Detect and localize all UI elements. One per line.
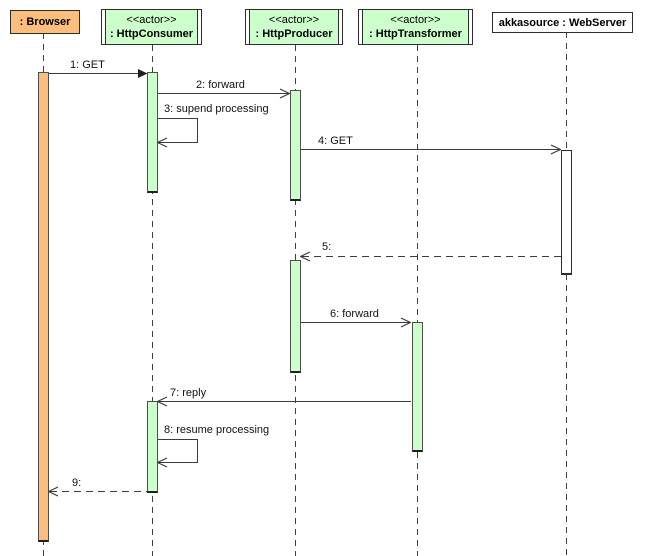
stereotype-label: <<actor>> bbox=[268, 14, 320, 26]
lifeline-head-http-consumer: <<actor>> : HttpConsumer bbox=[101, 9, 202, 45]
actor-box-inner: <<actor>> : HttpTransformer bbox=[362, 10, 469, 44]
lifeline-name: : HttpTransformer bbox=[369, 28, 462, 40]
activation-bar-http-producer-1 bbox=[290, 90, 301, 201]
message-label-2: 2: forward bbox=[196, 79, 245, 91]
open-arrowhead-icon bbox=[157, 457, 168, 468]
stereotype-label: <<actor>> bbox=[390, 14, 441, 26]
message-line-2 bbox=[158, 93, 290, 94]
message-line-1 bbox=[49, 73, 147, 74]
activation-bar-browser bbox=[38, 72, 49, 542]
lifeline-name: : HttpConsumer bbox=[109, 28, 194, 40]
message-label-6: 6: forward bbox=[330, 308, 379, 320]
message-line-6 bbox=[301, 322, 411, 323]
activation-bar-http-producer-2 bbox=[290, 260, 301, 373]
message-line-5 bbox=[302, 256, 561, 257]
lifeline-name: : HttpProducer bbox=[255, 28, 333, 40]
open-arrowhead-icon bbox=[550, 144, 561, 155]
activation-bar-http-consumer-2 bbox=[147, 401, 158, 493]
lifeline-web-server bbox=[566, 32, 567, 556]
lifeline-head-web-server: akkasource : WebServer bbox=[492, 12, 633, 33]
actor-box-inner: <<actor>> : HttpConsumer bbox=[105, 10, 198, 44]
message-label-9: 9: bbox=[72, 477, 82, 489]
open-arrowhead-icon bbox=[157, 137, 168, 148]
filled-arrowhead-icon bbox=[138, 69, 148, 78]
actor-box-inner: <<actor>> : HttpProducer bbox=[249, 10, 339, 44]
self-message-loop-8 bbox=[158, 439, 198, 463]
lifeline-http-transformer bbox=[417, 45, 418, 556]
lifeline-name: : Browser bbox=[19, 16, 71, 28]
message-line-4 bbox=[301, 149, 561, 150]
message-line-7 bbox=[158, 401, 411, 402]
open-arrowhead-icon bbox=[300, 251, 311, 262]
stereotype-label: <<actor>> bbox=[126, 14, 177, 26]
message-label-7: 7: reply bbox=[170, 387, 207, 399]
message-label-3: 3: supend processing bbox=[164, 103, 269, 115]
message-label-8: 8: resume processing bbox=[164, 424, 270, 436]
message-label-1: 1: GET bbox=[70, 59, 105, 71]
message-label-4: 4: GET bbox=[318, 135, 353, 147]
message-label-5: 5: bbox=[322, 241, 332, 253]
lifeline-head-browser: : Browser bbox=[10, 10, 80, 34]
self-message-loop-3 bbox=[158, 118, 198, 143]
open-arrowhead-icon bbox=[48, 486, 59, 497]
message-line-9 bbox=[50, 491, 147, 492]
lifeline-name: akkasource : WebServer bbox=[498, 16, 627, 29]
activation-bar-http-consumer-1 bbox=[147, 72, 158, 193]
lifeline-head-http-transformer: <<actor>> : HttpTransformer bbox=[358, 9, 473, 45]
open-arrowhead-icon bbox=[279, 88, 290, 99]
lifeline-http-consumer bbox=[152, 45, 153, 556]
activation-bar-web-server bbox=[561, 150, 572, 275]
open-arrowhead-icon bbox=[157, 396, 168, 407]
activation-bar-http-transformer bbox=[412, 322, 423, 452]
open-arrowhead-icon bbox=[400, 317, 411, 328]
lifeline-head-http-producer: <<actor>> : HttpProducer bbox=[245, 9, 343, 45]
